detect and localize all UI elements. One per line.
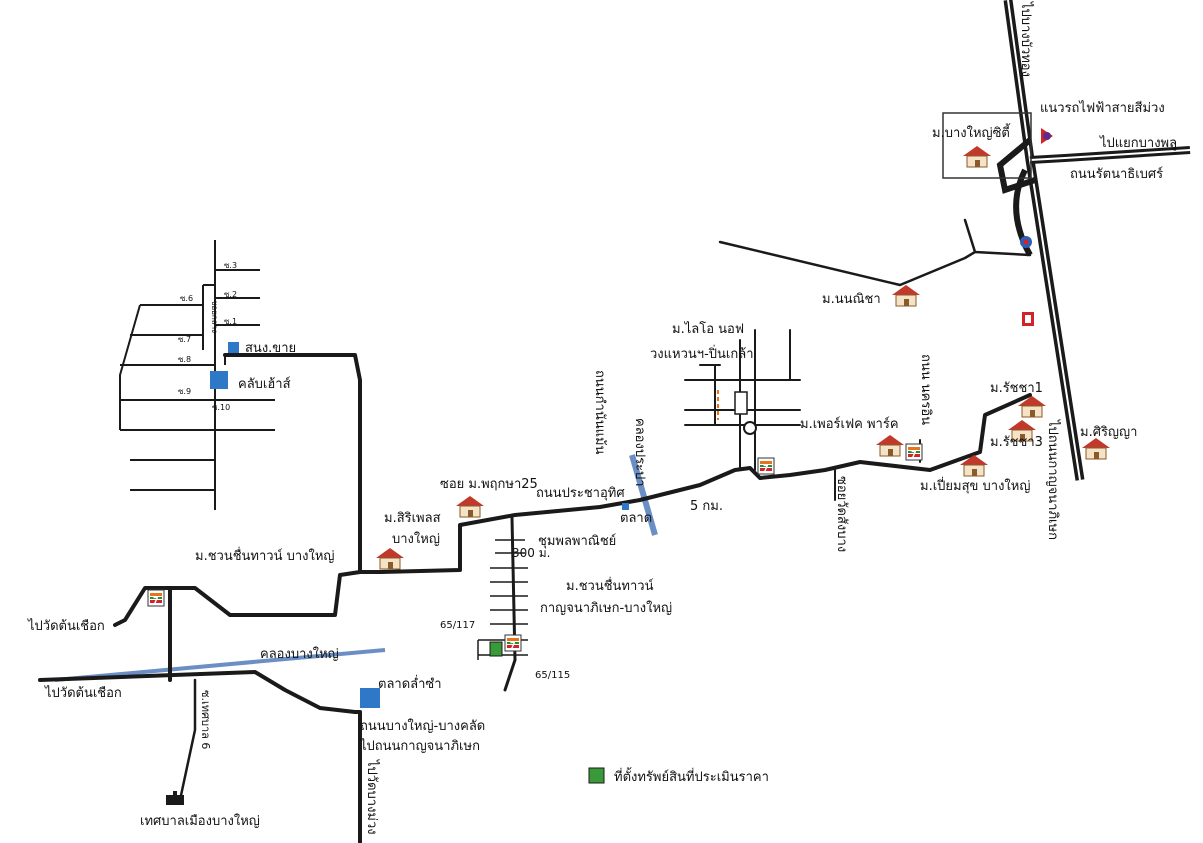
- label-ratcha1: ม.รัชชา1: [990, 381, 1043, 396]
- label-clubhouse: คลับเฮ้าส์: [238, 376, 291, 392]
- seven-eleven-icon: [147, 589, 165, 607]
- label-khlong-bang-yai: คลองบางใหญ่: [260, 646, 339, 662]
- police-icon: [1020, 236, 1032, 248]
- bang-yai-city-box: [942, 112, 1032, 179]
- label-rattanathibet: ถนนรัตนาธิเบศร์: [1070, 166, 1163, 182]
- label-bangyai-bangkhlat: ถนนบางใหญ่-บางคลัด: [360, 718, 485, 734]
- house-icon: [375, 547, 405, 570]
- label-bang-yai-city: ม.บางใหญ่ซิตี้: [932, 123, 1011, 141]
- label-chumphon-panich: ชุมพลพาณิชย์: [538, 533, 616, 549]
- location-square-icon: [622, 503, 629, 510]
- label-to-bang-bua-thong: ไปบางบัวทอง: [1018, 1, 1034, 77]
- label-perfect-park: ม.เพอร์เฟค พาร์ค: [800, 416, 899, 432]
- roundabout: [743, 421, 757, 435]
- label-5km: 5 กม.: [690, 499, 723, 514]
- loop-box: [734, 391, 748, 415]
- legend: ที่ตั้งทรัพย์สินที่ประเมินราคา: [588, 767, 769, 785]
- property-location: [489, 641, 503, 657]
- train-station-icon: [1041, 128, 1053, 144]
- label-kanchana-bangyai: กาญจนาภิเษก-บางใหญ่: [540, 600, 672, 616]
- road-bangkhlat: [38, 670, 362, 843]
- label-soi-wat-lang: ซอยวัดสังบาง: [834, 476, 849, 552]
- label-300m: 300 ม.: [512, 546, 550, 560]
- canal-bang-yai: [54, 648, 386, 682]
- label-purple-line: แนวรถไฟฟ้าสายสีม่วง: [1040, 100, 1165, 116]
- road-nonnicha: [718, 218, 1032, 287]
- label-to-wat-ton-cheuak: ไปวัดต้นเชือก: [27, 618, 105, 634]
- label-to-kanchana-2: ไปถนนกาญจนาภิเษก: [359, 738, 480, 754]
- legend-label: ที่ตั้งทรัพย์สินที่ประเมินราคา: [614, 767, 769, 785]
- label-lam-market: ตลาดล่ำซำ: [378, 675, 442, 692]
- location-square-icon: [228, 342, 239, 353]
- label-piamsuk: ม.เปี่ยมสุข บางใหญ่: [920, 477, 1030, 494]
- soi-3: ซ.3: [224, 261, 237, 270]
- soi-10: ซ.10: [212, 403, 230, 412]
- label-tessaban: เทศบาลเมืองบางใหญ่: [140, 813, 260, 829]
- label-soi-tessaban: ซ.เทศบาล 6: [199, 690, 212, 749]
- house-icon: [962, 145, 992, 168]
- house-icon: [1081, 437, 1111, 460]
- label-chuan-chuen-town: ม.ชวนชื่นทาวน์ บางใหญ่: [195, 547, 335, 564]
- road-tessaban: [178, 678, 197, 802]
- label-klang-road: ถนนกำนันแม้น: [592, 370, 607, 455]
- soi-2: ซ.2: [224, 290, 237, 299]
- municipality-icon: [166, 791, 184, 805]
- seven-eleven-icon: [905, 443, 923, 461]
- soi-7: ซ.7: [178, 335, 191, 344]
- label-khlong-prapa: คลองประปา: [632, 418, 647, 487]
- estate-grid: [119, 240, 275, 510]
- label-sirinya: ม.ศิริญญา: [1080, 425, 1137, 440]
- house-icon: [891, 284, 921, 307]
- label-sirplace: ม.สิริเพลส: [384, 511, 441, 526]
- house-icon: [455, 495, 485, 518]
- location-square-icon: [210, 371, 228, 389]
- soi-8: ซ.8: [178, 355, 191, 364]
- gas-station-icon: [1022, 312, 1034, 326]
- label-bang-yai: บางใหญ่: [392, 531, 440, 547]
- soi-middle-label: ซอยกลาง: [210, 300, 219, 333]
- label-house-65-115: 65/115: [535, 670, 570, 681]
- soi-6: ซ.6: [180, 294, 193, 303]
- label-house-65-117: 65/117: [440, 620, 475, 631]
- label-road-nakhon-in: ถนน นครอิน: [918, 354, 933, 425]
- label-nonnicha: ม.นนณิชา: [822, 292, 881, 307]
- label-lio-nof: ม.ไลโอ นอฟ: [672, 321, 744, 337]
- road-prachauthit: [223, 353, 1032, 574]
- label-prachauthit: ถนนประชาอุทิศ: [536, 486, 625, 501]
- location-square-icon: [360, 688, 380, 708]
- legend-square-icon: [588, 767, 605, 784]
- label-market: ตลาด: [620, 511, 652, 526]
- road-west: [113, 570, 362, 627]
- soi-9: ซ.9: [178, 387, 191, 396]
- seven-eleven-icon: [504, 634, 522, 652]
- label-soi-pruksa: ซอย ม.พฤกษา25: [440, 477, 538, 492]
- canal-prapa: [629, 454, 658, 536]
- soi-1: ซ.1: [224, 317, 237, 326]
- label-to-kanchana: ไปถนนกาญจนาภิเษก: [1045, 419, 1061, 540]
- road-soi-chuan: [503, 516, 517, 692]
- label-to-bang-phlu: ไปแยกบางพลู: [1099, 135, 1177, 151]
- seven-eleven-icon: [757, 457, 775, 475]
- label-ratcha3: ม.รัชชา3: [990, 435, 1043, 450]
- house-icon: [875, 434, 905, 457]
- soi-ladder: [477, 539, 528, 660]
- label-to-wat-bang-muang: ไปวัดบางม่วง: [364, 759, 380, 835]
- label-chuan-chuen-town-2: ม.ชวนชื่นทาวน์: [566, 577, 654, 594]
- label-to-wat-ton-cheuak-2: ไปวัดต้นเชือก: [44, 685, 122, 701]
- label-wong-waen: วงแหวนฯ-ปิ่นเกล้า: [650, 345, 754, 362]
- label-sales-office: สนง.ขาย: [245, 341, 296, 356]
